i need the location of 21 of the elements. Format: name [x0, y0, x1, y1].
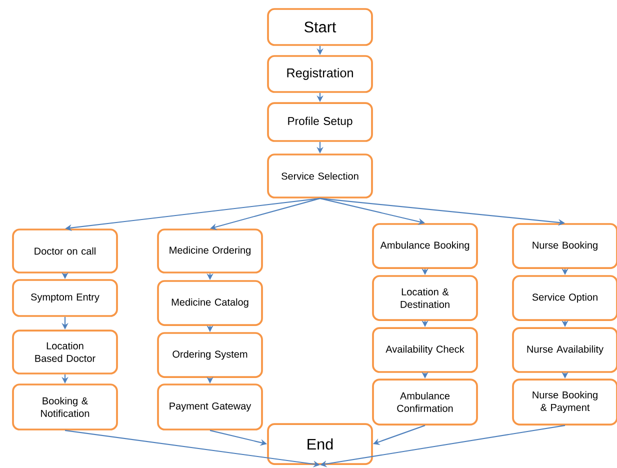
- process-box: Start: [267, 8, 373, 46]
- process-box: Symptom Entry: [12, 279, 118, 317]
- process-box: Service Option: [512, 275, 617, 321]
- process-box: Availability Check: [372, 327, 478, 373]
- process-box: End: [267, 423, 373, 465]
- process-box: Medicine Catalog: [157, 280, 263, 326]
- process-box: Doctor on call: [12, 228, 118, 274]
- process-box: Registration: [267, 55, 373, 93]
- process-box: Nurse Booking & Payment: [512, 378, 617, 426]
- process-box: Booking & Notification: [12, 384, 118, 430]
- process-box: Ordering System: [157, 332, 263, 378]
- process-box: Payment Gateway: [157, 384, 263, 430]
- process-box: Medicine Ordering: [157, 228, 263, 274]
- process-box: Profile Setup: [267, 102, 373, 142]
- process-box: Nurse Booking: [512, 223, 617, 269]
- process-box: Service Selection: [267, 154, 373, 198]
- process-box: Nurse Availability: [512, 327, 617, 373]
- process-box: Location Based Doctor: [12, 330, 118, 374]
- process-box: Location & Destination: [372, 275, 478, 321]
- process-box: Ambulance Booking: [372, 223, 478, 269]
- process-box: Ambulance Confirmation: [372, 378, 478, 426]
